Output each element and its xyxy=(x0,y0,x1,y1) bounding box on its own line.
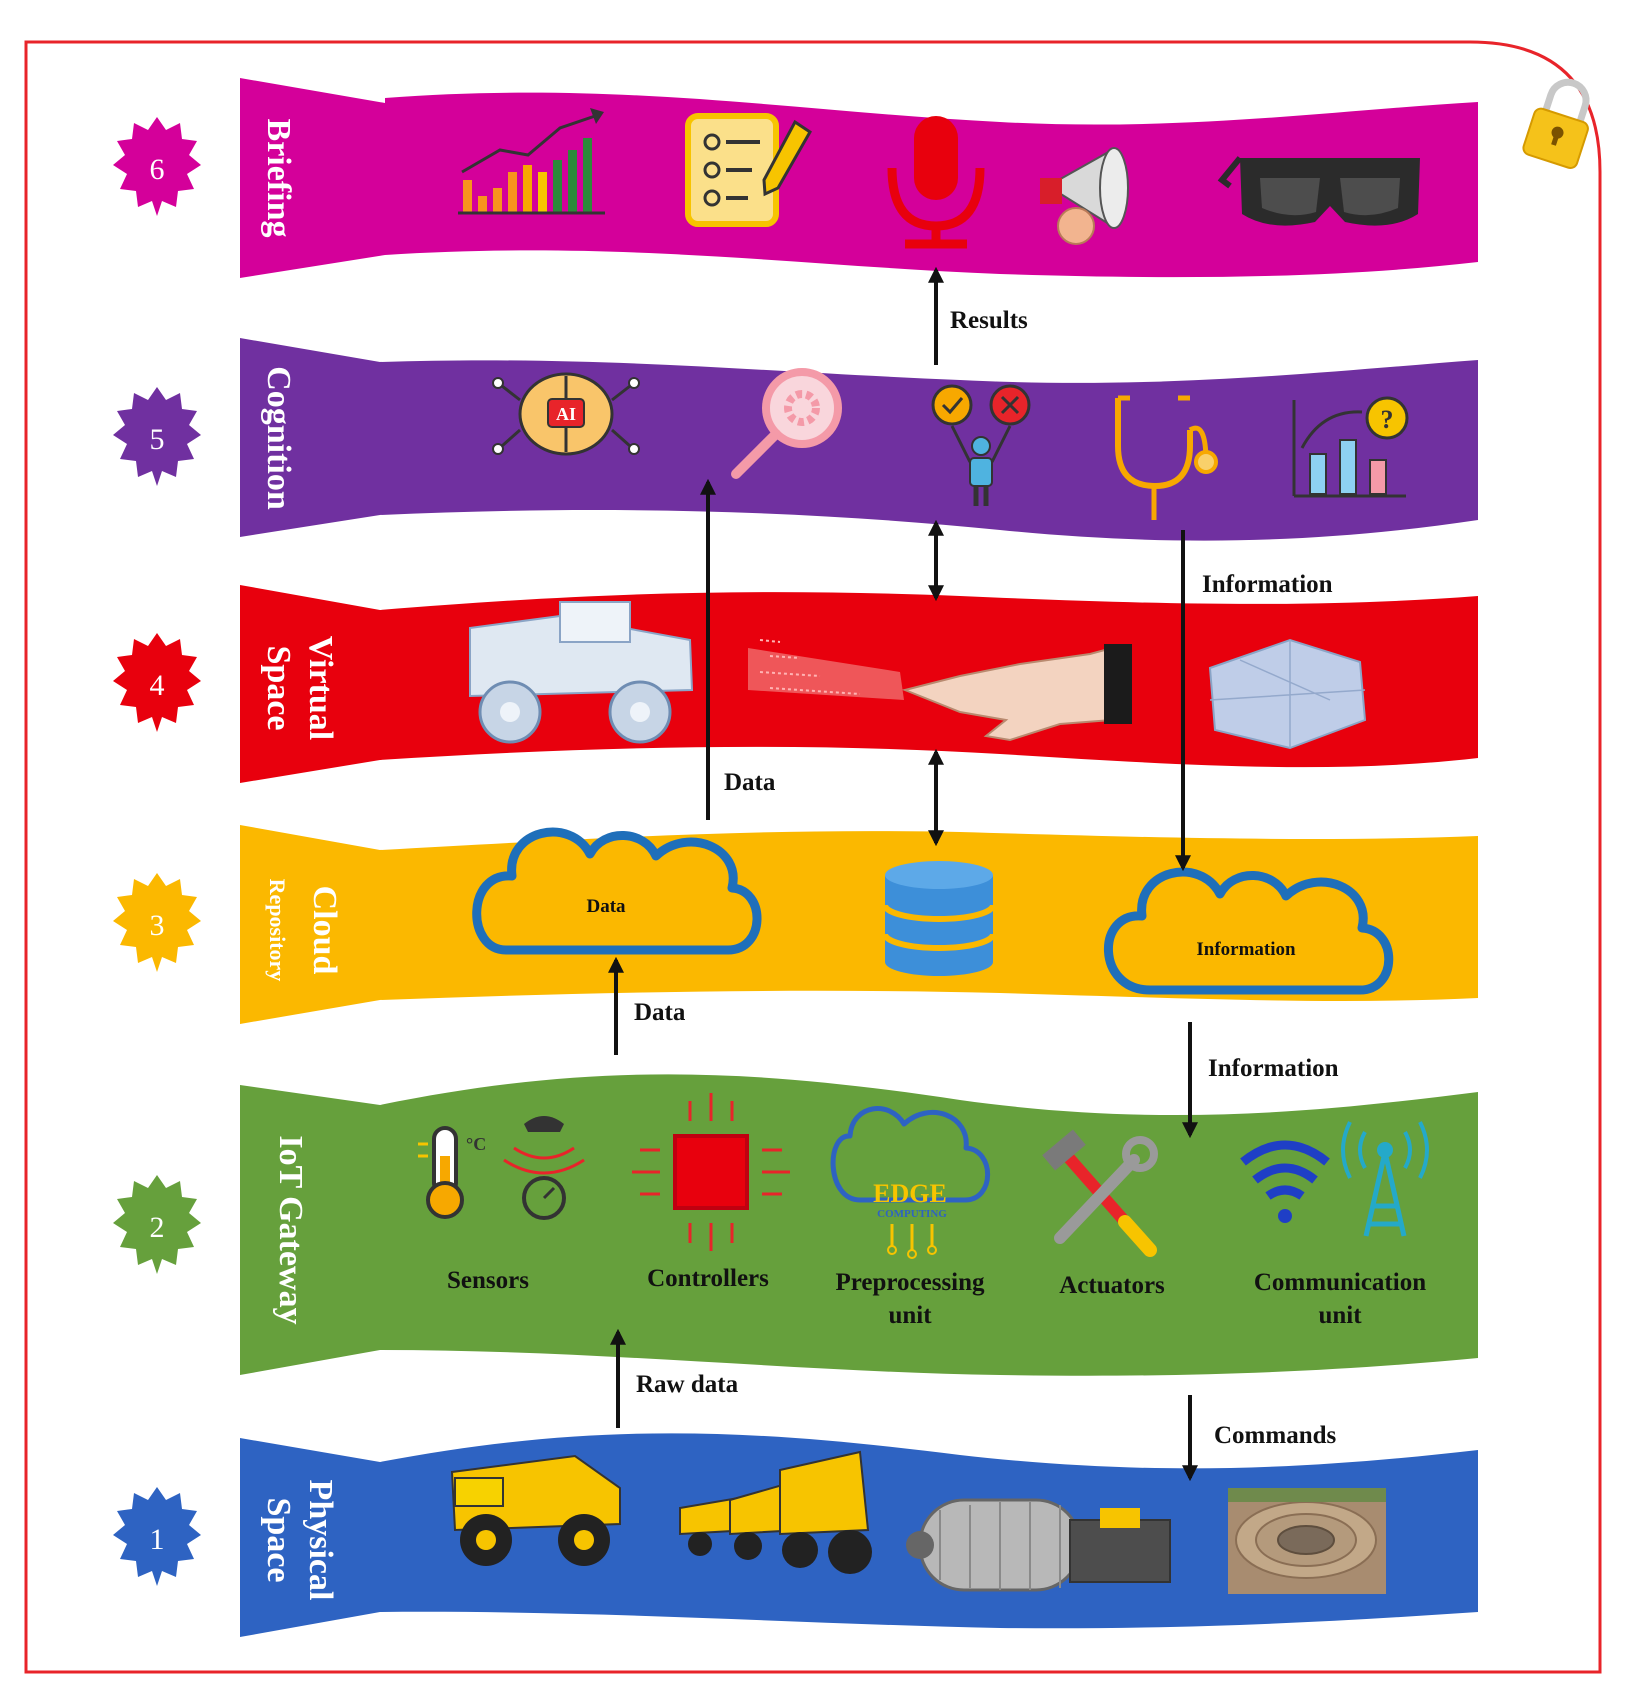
virtual-title-line2: Space xyxy=(260,646,297,731)
badge-4-number: 4 xyxy=(150,669,165,702)
briefing-tab xyxy=(240,78,385,278)
cloud-title-line1: Cloud xyxy=(306,886,343,975)
ai-brain-icon: AI xyxy=(492,372,640,456)
data-cloud-icon: Data xyxy=(472,827,762,955)
badge-3 xyxy=(113,873,201,972)
actuators-label: Actuators xyxy=(1059,1272,1165,1299)
svg-text:?: ? xyxy=(1381,405,1394,434)
digital-hand-icon xyxy=(748,639,1132,742)
sensors-label: Sensors xyxy=(447,1267,529,1294)
layer-cognition: Cognition 5 AI xyxy=(113,338,1478,541)
truck-fleet-icon xyxy=(679,1450,872,1574)
physical-tab xyxy=(240,1438,380,1637)
open-pit-mine-icon xyxy=(1228,1488,1386,1594)
badge-4 xyxy=(113,633,201,732)
checklist-icon xyxy=(685,113,812,227)
commands-label: Commands xyxy=(1214,1422,1337,1449)
antenna-icon xyxy=(1240,1121,1429,1237)
digital-truck-icon xyxy=(469,601,694,744)
edge-computing-icon: EDGE COMPUTING xyxy=(830,1106,990,1259)
ball-mill-icon xyxy=(906,1498,1171,1592)
megaphone-icon xyxy=(1040,147,1129,245)
sensors-icon: °C xyxy=(418,1116,585,1220)
haul-truck-icon xyxy=(450,1454,621,1566)
ai-label: AI xyxy=(556,404,576,424)
layer-cloud-repository: Cloud Repository 3 Data Information xyxy=(113,825,1478,1024)
badge-5 xyxy=(113,387,201,486)
layer-iot-gateway: IoT Gateway 2 °C EDGE COMPUTING xyxy=(113,1074,1478,1376)
edge-icon-subtext: COMPUTING xyxy=(877,1208,947,1220)
chip-icon xyxy=(632,1093,790,1251)
decision-icon xyxy=(931,384,1031,506)
badge-3-number: 3 xyxy=(150,909,165,942)
data-left-label: Data xyxy=(724,769,776,796)
smart-glasses-icon xyxy=(1217,156,1420,226)
iot-tab xyxy=(240,1085,380,1375)
information-mid-label: Information xyxy=(1208,1055,1339,1082)
layer-virtual-space: Virtual Space 4 xyxy=(113,585,1478,783)
virtual-title-line1: Virtual xyxy=(302,636,339,741)
microphone-icon xyxy=(887,116,985,249)
preprocessing-label-line2: unit xyxy=(888,1302,932,1329)
communication-label-line1: Communication xyxy=(1254,1269,1426,1296)
cloud-title-line2: Repository xyxy=(265,879,290,982)
badge-6 xyxy=(113,117,201,216)
temp-unit: °C xyxy=(466,1134,486,1154)
badge-5-number: 5 xyxy=(150,423,165,456)
raw-data-label: Raw data xyxy=(636,1371,739,1398)
arrows: Results Data Information Data Informatio… xyxy=(608,266,1339,1482)
iot-title: IoT Gateway xyxy=(272,1135,309,1324)
database-icon xyxy=(882,861,996,976)
results-label: Results xyxy=(950,307,1028,334)
cognition-band xyxy=(380,360,1478,541)
badge-2 xyxy=(113,1175,201,1274)
badge-6-number: 6 xyxy=(150,153,165,186)
physical-title-line1: Physical xyxy=(302,1480,339,1601)
cognition-title: Cognition xyxy=(260,366,297,510)
badge-1-number: 1 xyxy=(150,1523,165,1556)
cloud-tab xyxy=(240,825,380,1024)
layer-briefing: Briefing 6 xyxy=(113,78,1478,278)
stethoscope-icon xyxy=(1115,395,1218,520)
controllers-label: Controllers xyxy=(647,1265,769,1292)
information-top-label: Information xyxy=(1202,571,1333,598)
preprocessing-label-line1: Preprocessing xyxy=(835,1269,985,1296)
search-gear-icon xyxy=(731,368,842,479)
badge-2-number: 2 xyxy=(150,1211,165,1244)
lock-icon xyxy=(1522,78,1590,169)
virtual-tab xyxy=(240,585,380,783)
layer-physical-space: Physical Space 1 xyxy=(113,1433,1478,1637)
information-cloud-icon: Information xyxy=(1104,867,1394,995)
cloud-data-label: Data xyxy=(586,896,626,917)
edge-icon-text: EDGE xyxy=(873,1179,947,1208)
cognition-tab xyxy=(240,338,380,537)
physical-title-line2: Space xyxy=(260,1498,297,1583)
data-bottom-label: Data xyxy=(634,999,686,1026)
tools-icon xyxy=(1042,1129,1158,1257)
briefing-title: Briefing xyxy=(260,119,297,238)
bar-chart-icon xyxy=(458,108,605,215)
analytics-question-icon: ? xyxy=(1292,396,1409,498)
3d-mesh-icon xyxy=(1208,638,1367,750)
cloud-information-label: Information xyxy=(1196,939,1296,960)
communication-label-line2: unit xyxy=(1318,1302,1362,1329)
badge-1 xyxy=(113,1487,201,1586)
